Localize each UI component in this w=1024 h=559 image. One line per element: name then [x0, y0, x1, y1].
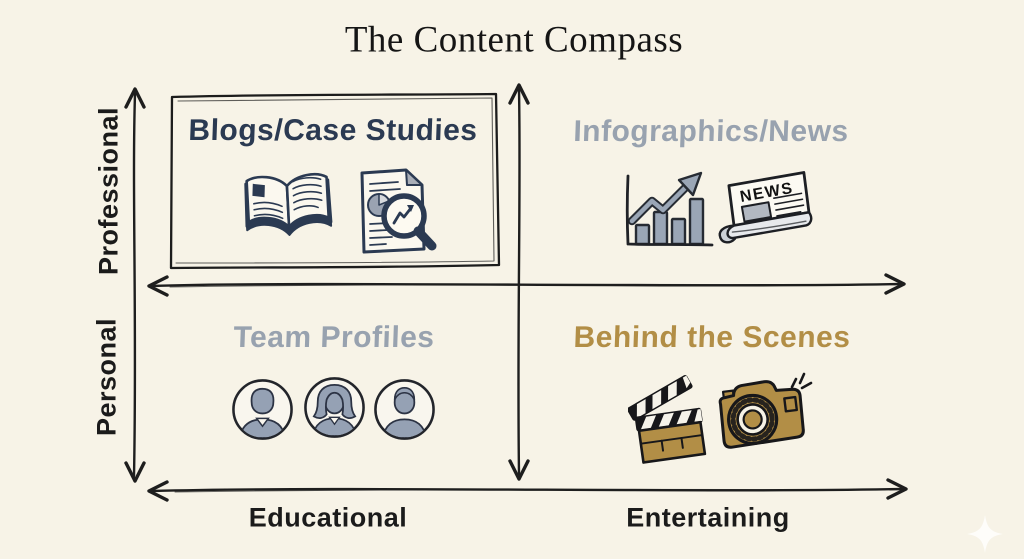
- open-book-icon: [244, 173, 333, 236]
- clapperboard-icon: [628, 375, 707, 464]
- avatar-woman-icon: [304, 377, 365, 438]
- avatar-man-icon: [374, 379, 435, 440]
- axis-label-educational: Educational: [248, 502, 408, 533]
- page-title: The Content Compass: [344, 19, 684, 61]
- axis-label-entertaining: Entertaining: [626, 502, 790, 533]
- quadrant-label-behind-the-scenes: Behind the Scenes: [572, 321, 852, 354]
- report-magnifier-icon: [360, 168, 437, 254]
- bar-chart-arrow-icon: [625, 171, 714, 247]
- avatar-man-icon: [232, 379, 293, 440]
- quadrant-label-team-profiles: Team Profiles: [232, 321, 436, 354]
- axis-label-professional: Professional: [93, 106, 124, 276]
- camera-flash-sparks: [790, 372, 813, 390]
- sparkle-watermark: [967, 515, 1003, 553]
- quadrant-label-blogs-case-studies: Blogs/Case Studies: [187, 114, 479, 147]
- blogs-highlight-box: [169, 92, 501, 270]
- axis-label-personal: Personal: [91, 317, 122, 437]
- camera-icon: [718, 372, 813, 449]
- newspaper-icon: NEWS: [718, 171, 813, 244]
- quadrant-label-infographics-news: Infographics/News: [572, 115, 850, 148]
